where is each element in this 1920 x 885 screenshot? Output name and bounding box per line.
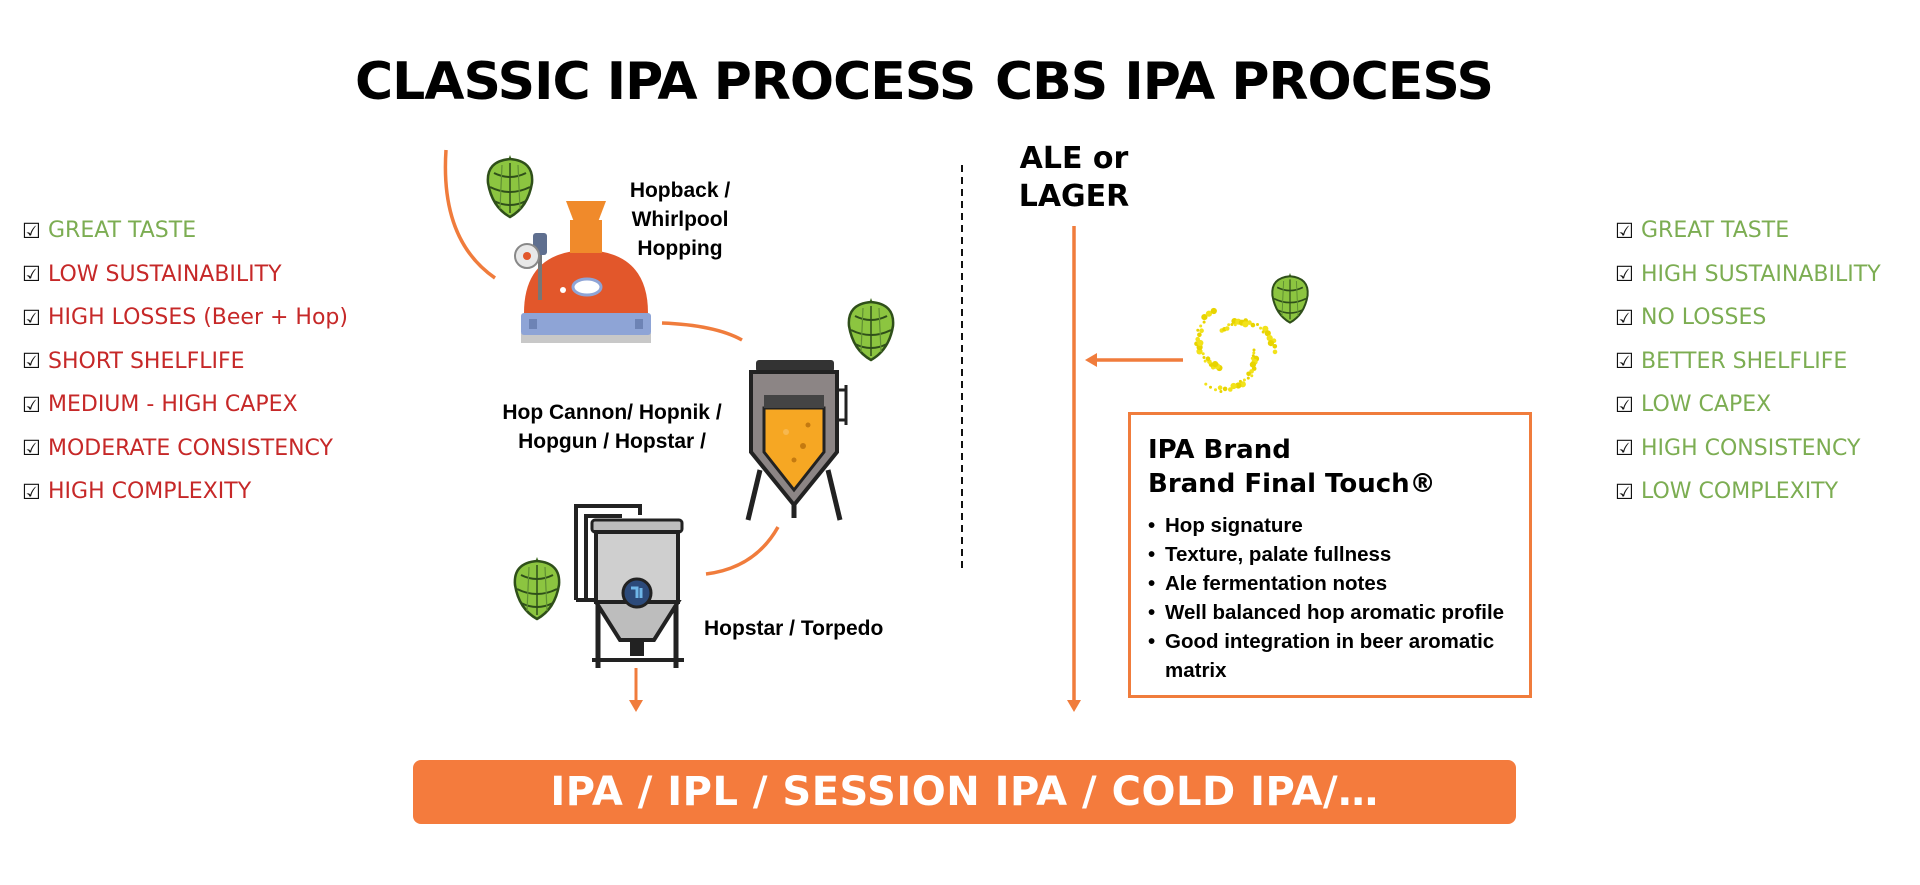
attribute-label: GREAT TASTE — [1641, 218, 1790, 244]
checkbox-icon: ☑ — [1615, 392, 1634, 417]
fermentation-tank-icon — [745, 360, 848, 521]
brand-attribute-item: Well balanced hop aromatic profile — [1148, 598, 1513, 627]
checkbox-icon: ☑ — [22, 305, 41, 330]
attribute-item: ☑ LOW CAPEX — [1615, 383, 1881, 427]
attribute-label: LOW CAPEX — [1641, 392, 1772, 418]
hop-cone-icon — [847, 296, 895, 362]
flow-connector — [443, 149, 496, 280]
attribute-item: ☑ MEDIUM - HIGH CAPEX — [22, 383, 348, 427]
brand-attribute-item: Texture, palate fullness — [1148, 540, 1513, 569]
checkbox-icon: ☑ — [22, 218, 41, 243]
attribute-item: ☑ GREAT TASTE — [22, 209, 348, 253]
attribute-item: ☑ HIGH COMPLEXITY — [22, 470, 348, 514]
attribute-label: MEDIUM - HIGH CAPEX — [48, 392, 298, 418]
checkbox-icon: ☑ — [22, 436, 41, 461]
checkbox-icon: ☑ — [1615, 305, 1634, 330]
attribute-label: SHORT SHELFLIFE — [48, 348, 245, 374]
brand-title: IPA Brand — [1148, 435, 1291, 465]
attribute-item: ☑ LOW COMPLEXITY — [1615, 470, 1881, 514]
classic-process-title: CLASSIC IPA PROCESS — [355, 52, 976, 112]
attribute-label: HIGH SUSTAINABILITY — [1641, 261, 1881, 287]
attribute-label: GREAT TASTE — [48, 218, 197, 244]
attribute-item: ☑ GREAT TASTE — [1615, 209, 1881, 253]
checkbox-icon: ☑ — [1615, 436, 1634, 461]
attribute-item: ☑ NO LOSSES — [1615, 296, 1881, 340]
attribute-label: HIGH LOSSES (Beer + Hop) — [48, 305, 348, 331]
attribute-item: ☑ BETTER SHELFLIFE — [1615, 340, 1881, 384]
brew-kettle-icon — [514, 201, 651, 343]
hopback-label: Hopback / Whirlpool Hopping — [629, 179, 731, 260]
hopstar-label: Hopstar / Torpedo — [704, 617, 884, 640]
brand-final-touch-box: IPA Brand Brand Final Touch® Hop signatu… — [1128, 412, 1532, 698]
hop-cone-icon — [513, 555, 561, 621]
attribute-item: ☑ SHORT SHELFLIFE — [22, 340, 348, 384]
brand-attributes-list: Hop signatureTexture, palate fullnessAle… — [1148, 511, 1513, 685]
attribute-item: ☑ HIGH SUSTAINABILITY — [1615, 253, 1881, 297]
checkbox-icon: ☑ — [22, 349, 41, 374]
dry-hopping-vessel-icon — [574, 504, 684, 668]
beer-styles-text: IPA / IPL / SESSION IPA / COLD IPA/… — [550, 769, 1379, 815]
flow-connector — [705, 526, 780, 576]
beer-styles-banner: IPA / IPL / SESSION IPA / COLD IPA/… — [413, 760, 1516, 824]
cbs-process-title: CBS IPA PROCESS — [995, 52, 1494, 112]
attribute-label: HIGH CONSISTENCY — [1641, 435, 1861, 461]
checkbox-icon: ☑ — [22, 262, 41, 287]
flow-connector — [661, 321, 743, 342]
hop-cannon-label: Hop Cannon/ Hopnik / Hopgun / Hopstar / — [502, 401, 722, 453]
brand-attribute-item: Good integration in beer aromatic matrix — [1148, 627, 1513, 685]
base-beer-label: ALE or LAGER — [1018, 141, 1130, 214]
hop-cone-icon — [486, 153, 534, 219]
attribute-item: ☑ LOW SUSTAINABILITY — [22, 253, 348, 297]
classic-attributes-list: ☑ GREAT TASTE ☑ LOW SUSTAINABILITY ☑ HIGH LOS… — [22, 209, 348, 514]
attribute-item: ☑ HIGH LOSSES (Beer + Hop) — [22, 296, 348, 340]
hop-cone-icon — [1271, 271, 1309, 324]
attribute-label: MODERATE CONSISTENCY — [48, 435, 333, 461]
attribute-label: LOW SUSTAINABILITY — [48, 261, 282, 287]
checkbox-icon: ☑ — [1615, 218, 1634, 243]
attribute-label: LOW COMPLEXITY — [1641, 479, 1839, 505]
brand-subtitle: Brand Final Touch® — [1148, 469, 1436, 499]
checkbox-icon: ☑ — [22, 479, 41, 504]
checkbox-icon: ☑ — [1615, 262, 1634, 287]
cbs-attributes-list: ☑ GREAT TASTE ☑ HIGH SUSTAINABILITY ☑ NO LOSS… — [1615, 209, 1881, 514]
brand-attribute-item: Ale fermentation notes — [1148, 569, 1513, 598]
attribute-label: NO LOSSES — [1641, 305, 1767, 331]
checkbox-icon: ☑ — [1615, 349, 1634, 374]
checkbox-icon: ☑ — [1615, 479, 1634, 504]
checkbox-icon: ☑ — [22, 392, 41, 417]
attribute-item: ☑ HIGH CONSISTENCY — [1615, 427, 1881, 471]
hop-extract-particles-icon — [1194, 307, 1278, 393]
attribute-item: ☑ MODERATE CONSISTENCY — [22, 427, 348, 471]
attribute-label: BETTER SHELFLIFE — [1641, 348, 1848, 374]
attribute-label: HIGH COMPLEXITY — [48, 479, 252, 505]
brand-attribute-item: Hop signature — [1148, 511, 1513, 540]
